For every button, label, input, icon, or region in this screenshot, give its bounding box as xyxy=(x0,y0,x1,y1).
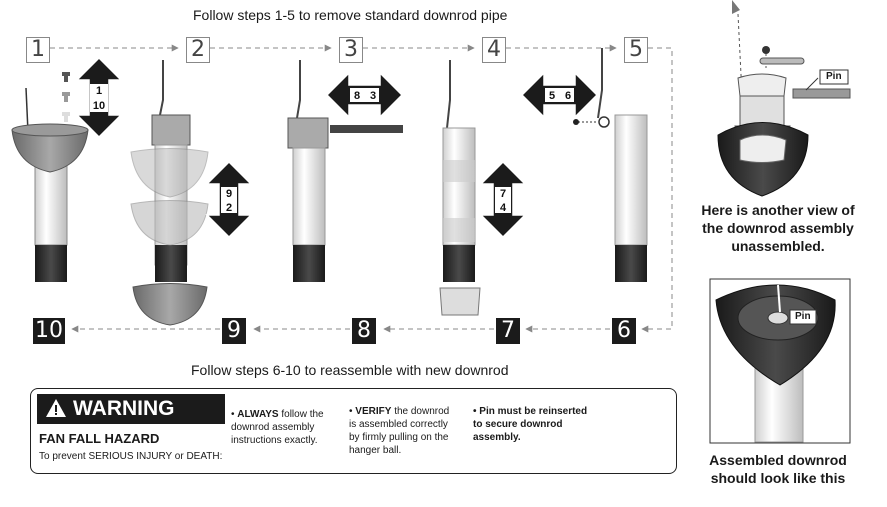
label-4: 4 xyxy=(500,202,507,214)
warning-bullet-2: • VERIFY the downrod is assembled correc… xyxy=(349,406,450,456)
warning-icon xyxy=(46,399,66,417)
hazard-subtitle: To prevent SERIOUS INJURY or DEATH: xyxy=(39,451,223,462)
step4-assembly xyxy=(439,60,481,316)
exploded-view xyxy=(717,0,851,197)
step-10-box: 10 xyxy=(33,318,65,344)
warning-bullet-3: • Pin must be reinserted to secure downr… xyxy=(473,406,588,443)
step2-assembly xyxy=(130,60,209,326)
arrow-5-6: 5 6 xyxy=(520,71,599,119)
label-7: 7 xyxy=(500,188,506,200)
label-9: 9 xyxy=(226,188,232,200)
step-8-box: 8 xyxy=(352,318,376,344)
step-2-box: 2 xyxy=(186,37,210,63)
bullet-1-text: follow the downrod assembly instructions… xyxy=(231,409,324,446)
step-9-box: 9 xyxy=(222,318,246,344)
warning-banner: WARNING xyxy=(37,394,225,424)
label-8: 8 xyxy=(354,90,360,102)
assembled-view-caption: Assembled downrod should look like this xyxy=(709,452,847,486)
step-7-box: 7 xyxy=(496,318,520,344)
arrow-8-3: 8 3 xyxy=(325,71,404,119)
label-3: 3 xyxy=(370,90,376,102)
step-6-box: 6 xyxy=(612,318,636,344)
step-4-box: 4 xyxy=(482,37,506,63)
bullet-1-bold: ALWAYS xyxy=(237,409,279,420)
warning-bullet-1: • ALWAYS follow the downrod assembly ins… xyxy=(231,409,324,446)
step3-assembly xyxy=(287,60,403,282)
label-10: 10 xyxy=(93,100,105,112)
step-5-box: 5 xyxy=(624,37,648,63)
bullet-2-text: the downrod is assembled correctly by fi… xyxy=(349,406,450,456)
bottom-caption: Follow steps 6-10 to reassemble with new… xyxy=(191,362,509,378)
bullet-2-bold: VERIFY xyxy=(355,406,392,417)
step-3-box: 3 xyxy=(339,37,363,63)
hazard-title: FAN FALL HAZARD xyxy=(39,431,160,446)
step5-assembly xyxy=(573,48,648,282)
assembled-view xyxy=(715,284,836,443)
label-1: 1 xyxy=(96,85,102,97)
top-caption: Follow steps 1-5 to remove standard down… xyxy=(193,7,508,23)
pin-label-exploded: Pin xyxy=(826,71,842,82)
exploded-view-caption: Here is another view of the downrod asse… xyxy=(701,202,855,254)
arrow-7-4: 7 4 xyxy=(479,160,527,239)
flow-line-top xyxy=(50,44,673,333)
label-2: 2 xyxy=(226,202,232,214)
bullet-3-text: Pin must be reinserted to secure downrod… xyxy=(473,406,588,443)
warning-panel: WARNING FAN FALL HAZARD To prevent SERIO… xyxy=(30,388,677,474)
label-5: 5 xyxy=(549,90,555,102)
step1-assembly xyxy=(11,72,89,282)
arrow-1-10: 1 10 xyxy=(75,56,123,139)
step-1-box: 1 xyxy=(26,37,50,63)
pin-label-assembled: Pin xyxy=(795,311,811,322)
warning-title: WARNING xyxy=(73,397,175,420)
label-6: 6 xyxy=(565,90,571,102)
arrow-9-2: 9 2 xyxy=(205,160,253,239)
